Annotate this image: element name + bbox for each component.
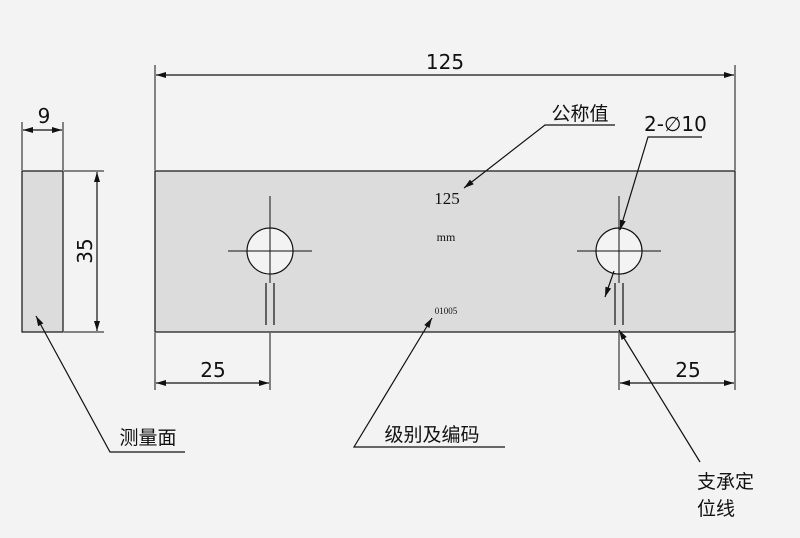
plate-unit: mm <box>437 230 456 244</box>
support-line-callout-1: 支承定 <box>697 471 754 493</box>
grade-code-leader <box>352 317 505 448</box>
support-line-leader <box>618 329 701 463</box>
side-view-plate <box>21 170 64 333</box>
thickness-label: 9 <box>38 104 51 128</box>
support-line-callout-2: 位线 <box>697 498 735 520</box>
holes-label: 2-∅10 <box>644 112 707 136</box>
width-label: 35 <box>73 238 97 263</box>
nominal-value-callout: 公称值 <box>551 103 608 125</box>
center-lines <box>228 196 661 283</box>
support-lines <box>265 283 624 325</box>
grade-code-callout: 级别及编码 <box>384 424 479 446</box>
right-offset-label: 25 <box>675 358 700 382</box>
length-label: 125 <box>426 50 464 74</box>
plate-nominal-value: 125 <box>434 189 460 208</box>
left-offset-label: 25 <box>200 358 225 382</box>
plate-code: 01005 <box>435 306 458 316</box>
measuring-face-callout: 测量面 <box>119 427 176 449</box>
hole-leader <box>619 136 702 231</box>
nominal-value-leader <box>463 124 615 189</box>
measuring-face-leader <box>35 315 185 453</box>
